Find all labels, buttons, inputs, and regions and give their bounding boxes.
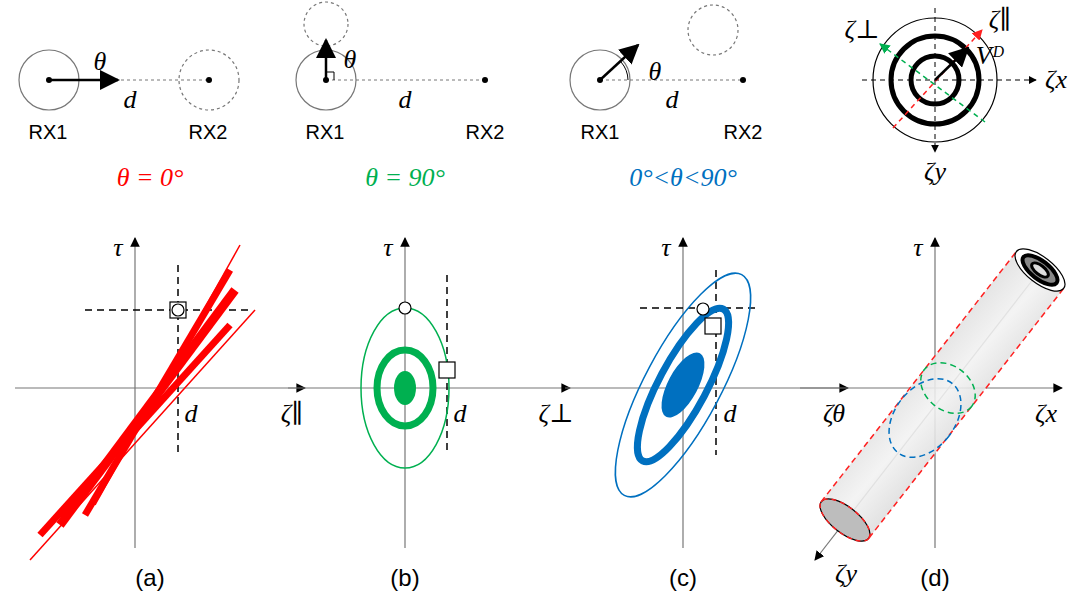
axis-label: ζx [1035, 401, 1057, 427]
distance-label: d [454, 401, 467, 427]
receiver-name: RX1 [306, 122, 345, 142]
angle-label: θ [344, 47, 357, 73]
axis-label: τ [383, 235, 392, 261]
plot-b [288, 238, 570, 548]
plot-c [565, 238, 848, 548]
angle-label: θ [649, 59, 662, 85]
receiver-name: RX2 [724, 122, 763, 142]
receiver-name: RX2 [189, 122, 228, 142]
axis-label: ζ∥ [281, 401, 304, 427]
axis-label: ζ⊥ [845, 17, 880, 43]
axis-label: τ [113, 235, 122, 261]
axis-label: τ [913, 235, 922, 261]
distance-label: d [399, 87, 412, 113]
case-title: 0°<θ<90° [629, 165, 737, 191]
plot-a [15, 238, 305, 560]
distance-label: d [666, 87, 679, 113]
panel-caption: (b) [390, 566, 419, 590]
geometry-c [570, 5, 746, 110]
angle-label: θ [94, 49, 107, 75]
axis-label: ζx [1045, 67, 1067, 93]
case-title: θ = 90° [365, 165, 445, 191]
axis-label: ζθ [823, 401, 845, 427]
panel-caption: (d) [920, 566, 949, 590]
vector-label: Vᴰ [976, 43, 1004, 69]
geometry-b [296, 2, 488, 110]
receiver-name: RX1 [29, 122, 68, 142]
panel-caption: (a) [135, 566, 164, 590]
axis-label: ζ⊥ [539, 401, 574, 427]
case-title: θ = 0° [117, 165, 184, 191]
axis-label: ζy [924, 159, 946, 185]
plot-d-cylinder [800, 238, 1072, 560]
distance-label: d [185, 401, 198, 427]
distance-label: d [124, 87, 137, 113]
receiver-name: RX1 [581, 122, 620, 142]
distance-label: d [724, 401, 737, 427]
panel-caption: (c) [669, 566, 697, 590]
ring-diagram [862, 8, 1036, 152]
receiver-name: RX2 [466, 122, 505, 142]
axis-label: ζ∥ [989, 7, 1012, 33]
axis-label: τ [661, 235, 670, 261]
axis-label: ζy [835, 561, 857, 587]
